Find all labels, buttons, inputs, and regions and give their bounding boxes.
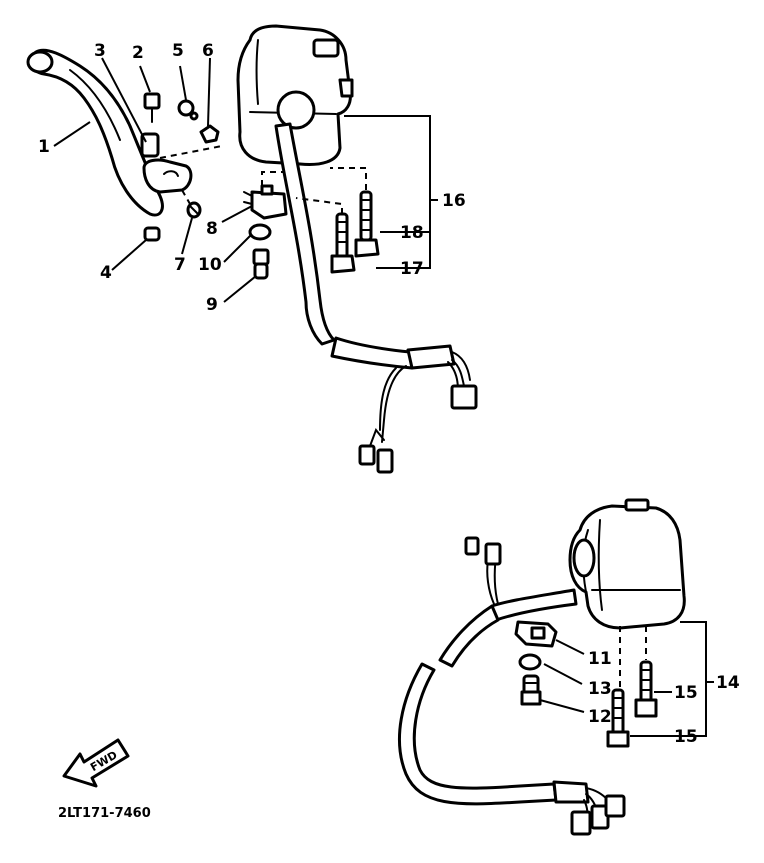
forward-direction-arrow	[62, 738, 130, 788]
callout-1: 1	[38, 137, 50, 157]
callout-9: 9	[206, 295, 218, 315]
callout-4: 4	[100, 263, 112, 283]
callout-18: 18	[400, 223, 424, 243]
pivot-bolt	[143, 92, 161, 123]
callout-15-lower: 15	[674, 727, 698, 747]
left-handlebar-switch	[236, 24, 354, 166]
lever-holder	[142, 158, 193, 194]
screw-18	[354, 190, 380, 258]
right-handlebar-switch	[568, 498, 686, 630]
right-switch-harness	[398, 536, 626, 836]
callout-5: 5	[172, 41, 184, 61]
callout-17: 17	[400, 259, 424, 279]
pivot-collar	[140, 132, 160, 158]
adjuster-spring	[186, 201, 202, 219]
callout-11: 11	[588, 649, 612, 669]
callout-8: 8	[206, 219, 218, 239]
callout-12: 12	[588, 707, 612, 727]
callout-3: 3	[94, 41, 106, 61]
clutch-lever	[26, 48, 164, 217]
grommet	[177, 99, 199, 121]
callout-10: 10	[198, 255, 222, 275]
lever-nut	[199, 124, 220, 144]
clutch-switch	[243, 184, 288, 220]
screw-15-lower	[606, 688, 630, 748]
callout-16: 16	[442, 191, 466, 211]
front-brake-switch	[514, 620, 558, 648]
brake-switch-washer	[518, 653, 542, 671]
switch-screw	[252, 248, 270, 280]
screw-17	[330, 212, 356, 274]
callout-2: 2	[132, 43, 144, 63]
small-nut	[143, 226, 161, 242]
washer	[248, 223, 272, 241]
brake-switch-screw	[520, 674, 542, 706]
screw-15-upper	[634, 660, 658, 718]
diagram-code: 2LT171-7460	[58, 806, 151, 821]
callout-6: 6	[202, 41, 214, 61]
callout-14: 14	[716, 673, 740, 693]
callout-15-upper: 15	[674, 683, 698, 703]
left-switch-harness	[274, 122, 478, 474]
callout-7: 7	[174, 255, 186, 275]
callout-13: 13	[588, 679, 612, 699]
